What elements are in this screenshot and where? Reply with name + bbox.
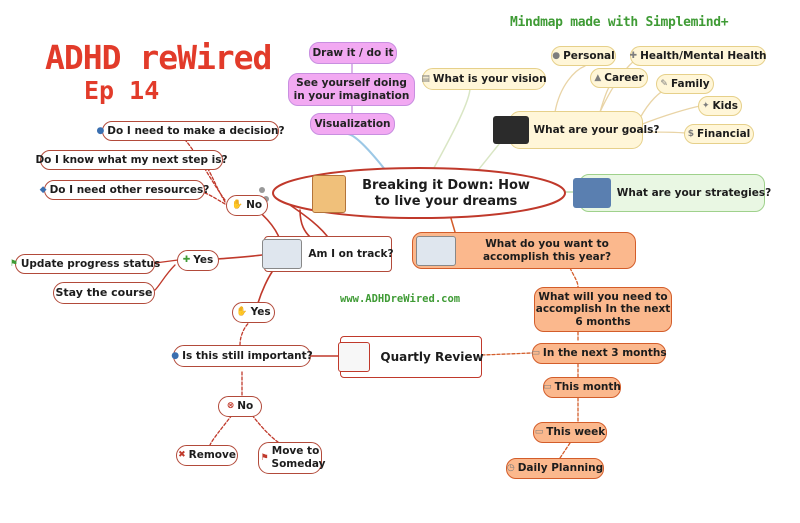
daily-planning-node[interactable]: ◷Daily Planning	[506, 458, 604, 479]
vision-node[interactable]: ▤What is your vision	[421, 68, 547, 90]
hand-icon: ✋	[231, 200, 244, 211]
family-icon: ✎	[660, 78, 668, 89]
see-yourself-node[interactable]: See yourself doing in your imagination	[288, 73, 415, 106]
title-line-2: Ep 14	[84, 76, 160, 105]
kids-icon: ✦	[701, 100, 710, 111]
goal-health-label: Health/Mental Health	[640, 49, 767, 62]
this-week-node[interactable]: ▭This week	[533, 422, 607, 443]
central-node[interactable]: Breaking it Down: How to live your dream…	[305, 172, 543, 216]
diamond-icon: ◆	[39, 184, 47, 195]
title-line-1: ADHD reWired	[45, 38, 272, 77]
goal-financial-label: Financial	[696, 127, 751, 140]
resources-node[interactable]: ◆Do I need other resources?	[40, 180, 209, 200]
clock-icon	[416, 235, 456, 266]
this-month-label: This month	[554, 381, 621, 394]
quarterly-no-label: No	[237, 400, 254, 413]
quarterly-label: Quartly Review	[380, 349, 484, 364]
goal-career-label: Career	[604, 71, 644, 84]
calendar-icon: ▭	[534, 427, 544, 438]
quarterly-yes-label: Yes	[250, 306, 271, 319]
stay-course-node[interactable]: Stay the course	[53, 282, 155, 304]
question-icon: ●	[96, 125, 105, 136]
no-icon: ⊗	[226, 401, 235, 412]
decision-label: Do I need to make a decision?	[107, 124, 285, 137]
career-icon: ▲	[594, 72, 602, 83]
checklist-icon	[338, 342, 371, 372]
on-track-label: Am I on track?	[308, 247, 394, 260]
goal-family-label: Family	[670, 77, 710, 90]
made-with-label: Mindmap made with Simplemind+	[510, 15, 729, 30]
goal-career[interactable]: ▲Career	[590, 68, 648, 88]
flag-icon: ⚑	[260, 452, 269, 463]
this-week-label: This week	[546, 426, 606, 439]
signpost-icon	[572, 178, 611, 208]
goal-personal[interactable]: ●Personal	[551, 46, 616, 66]
three-months-node[interactable]: ▭In the next 3 months	[531, 343, 667, 364]
three-months-label: In the next 3 months	[542, 347, 667, 360]
strategies-label: What are your strategies?	[616, 186, 772, 199]
clock-small-icon: ◷	[506, 463, 515, 474]
goal-personal-label: Personal	[563, 49, 615, 62]
daily-label: Daily Planning	[517, 462, 604, 475]
someday-label: Move to Someday	[271, 445, 326, 470]
x-icon: ✖	[178, 450, 186, 461]
update-progress-node[interactable]: ⚑Update progress status	[10, 254, 160, 274]
goals-node[interactable]: What are your goals?	[492, 111, 660, 149]
on-track-no-node[interactable]: ✋No	[226, 195, 268, 216]
quarterly-yes-node[interactable]: ✋Yes	[232, 302, 275, 323]
on-track-no-label: No	[246, 199, 263, 212]
on-track-yes-node[interactable]: ✚Yes	[177, 250, 219, 271]
goal-financial[interactable]: $Financial	[684, 124, 754, 144]
flag-icon: ⚑	[9, 258, 18, 269]
on-track-node[interactable]: Am I on track?	[262, 236, 394, 272]
draw-it-node[interactable]: Draw it / do it	[309, 42, 397, 64]
six-months-node[interactable]: What will you need to accomplish In the …	[534, 287, 672, 332]
on-track-yes-label: Yes	[193, 254, 214, 267]
document-icon: ▤	[421, 73, 430, 84]
quarterly-no-node[interactable]: ⊗No	[218, 396, 262, 417]
central-node-label: Breaking it Down: How to live your dream…	[362, 178, 530, 209]
remove-node[interactable]: ✖Remove	[176, 445, 238, 466]
plus-icon: ✚	[182, 255, 191, 266]
decision-node[interactable]: ●Do I need to make a decision?	[96, 121, 285, 141]
clock-icon	[262, 239, 303, 269]
quarterly-review-node[interactable]: Quartly Review	[338, 336, 484, 378]
someday-node[interactable]: ⚑Move to Someday	[258, 442, 326, 474]
still-important-label: Is this still important?	[182, 349, 313, 362]
hand-icon: ✋	[236, 307, 248, 318]
personal-icon: ●	[552, 50, 561, 61]
question-icon: ●	[171, 350, 180, 361]
strategies-node[interactable]: What are your strategies?	[572, 174, 771, 212]
year-label: What do you want to accomplish this year…	[482, 237, 612, 263]
this-month-node[interactable]: ▭This month	[543, 377, 621, 398]
next-step-node[interactable]: Do I know what my next step is?	[35, 150, 228, 170]
person-icon	[312, 175, 346, 213]
website-label: www.ADHDreWired.com	[340, 293, 461, 305]
calendar-icon: ▭	[543, 382, 552, 393]
resources-label: Do I need other resources?	[49, 183, 210, 196]
remove-label: Remove	[188, 449, 236, 462]
goal-family[interactable]: ✎Family	[656, 74, 714, 94]
goals-label: What are your goals?	[533, 123, 660, 136]
vision-label: What is your vision	[432, 72, 547, 85]
update-progress-label: Update progress status	[20, 257, 161, 270]
goal-health[interactable]: ✚Health/Mental Health	[630, 46, 766, 66]
goal-kids[interactable]: ✦Kids	[698, 96, 742, 116]
sticky-notes-icon	[492, 116, 529, 144]
calendar-icon: ▭	[531, 348, 540, 359]
visualization-node[interactable]: Visualization	[310, 113, 395, 135]
dollar-icon: $	[687, 128, 694, 139]
goal-kids-label: Kids	[712, 99, 739, 112]
still-important-node[interactable]: ●Is this still important?	[171, 345, 313, 367]
health-icon: ✚	[629, 50, 638, 61]
year-node[interactable]: What do you want to accomplish this year…	[412, 232, 636, 269]
